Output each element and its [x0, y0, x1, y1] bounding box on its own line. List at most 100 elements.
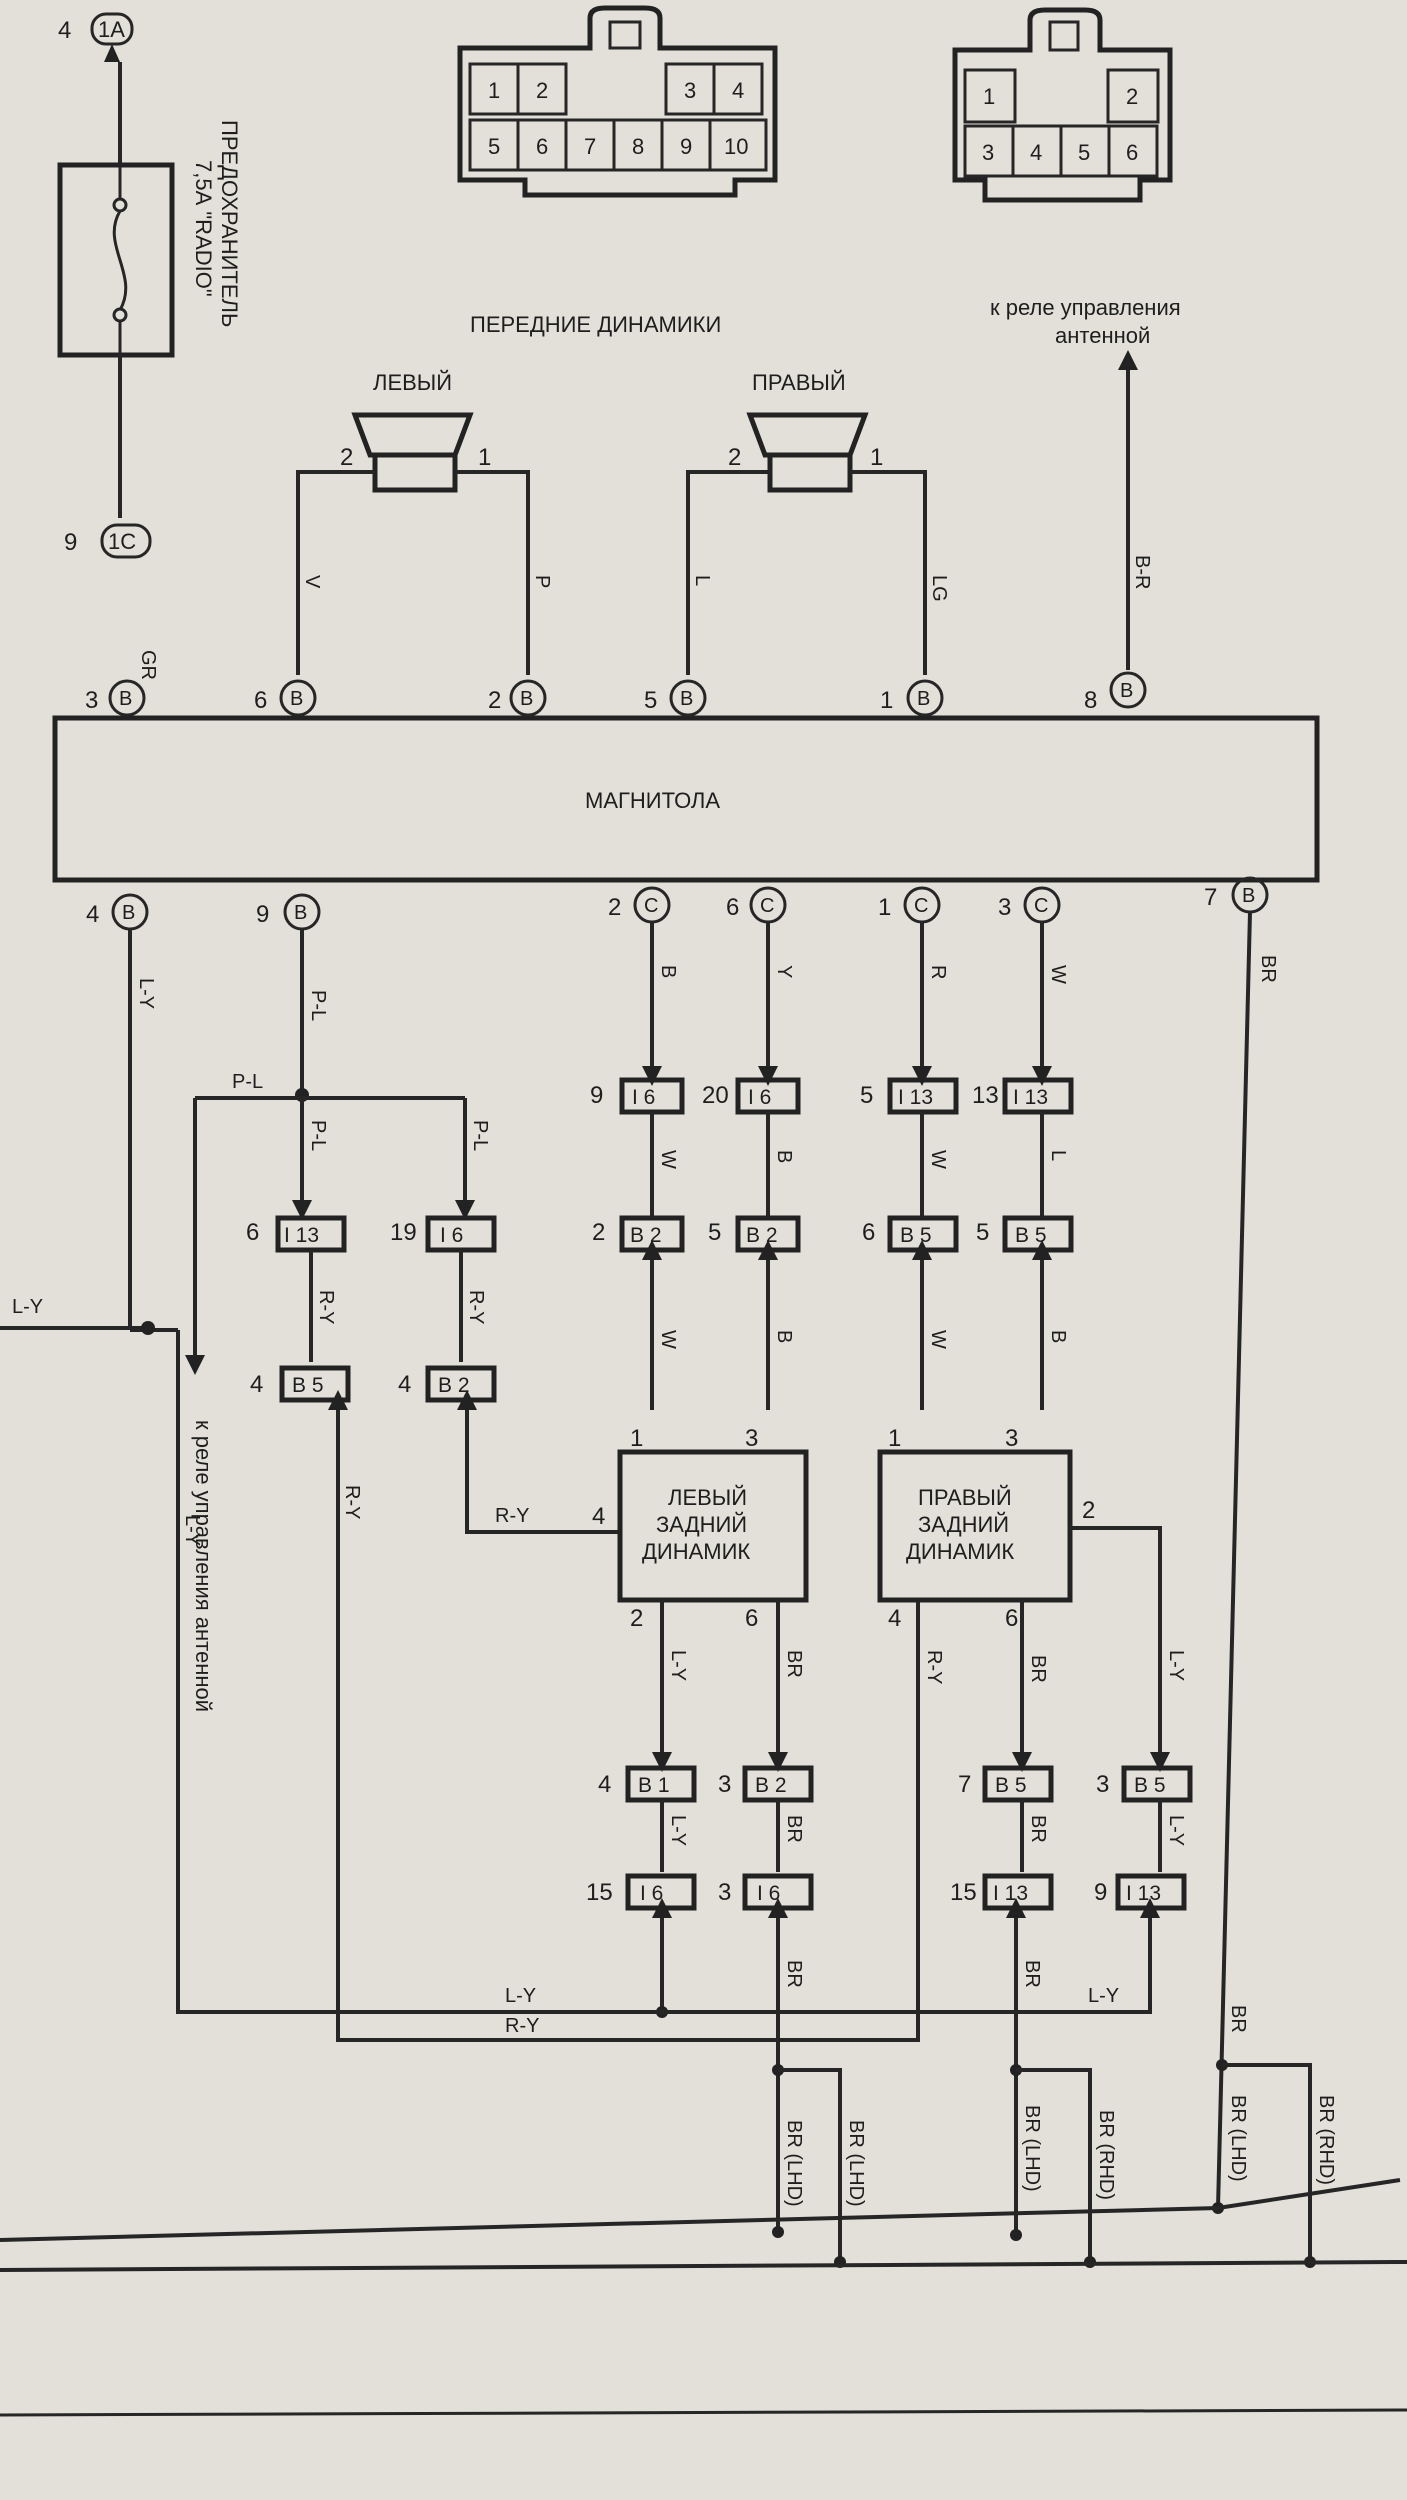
svg-text:B 5: B 5	[292, 1374, 324, 1397]
antenna-relay-side-label: к реле управления антенной	[191, 1420, 216, 1712]
svg-text:B: B	[773, 1330, 795, 1343]
svg-text:5: 5	[708, 1219, 721, 1246]
svg-text:L-Y: L-Y	[181, 1515, 203, 1546]
svg-text:B: B	[122, 902, 135, 924]
svg-text:19: 19	[390, 1219, 417, 1246]
svg-text:B: B	[1242, 885, 1255, 907]
fuse-label-1: ПРЕДОХРАНИТЕЛЬ	[217, 120, 242, 327]
wire-lg	[850, 470, 927, 675]
svg-text:L-Y: L-Y	[667, 1815, 689, 1846]
svg-text:BR: BR	[1257, 955, 1279, 983]
svg-text:1: 1	[630, 1425, 643, 1452]
svg-text:3: 3	[1005, 1425, 1018, 1452]
svg-text:B 5: B 5	[995, 1774, 1027, 1797]
svg-text:B 5: B 5	[1134, 1774, 1166, 1797]
svg-text:B: B	[917, 688, 930, 710]
svg-text:B: B	[119, 688, 132, 710]
wire-label-lg: LG	[928, 575, 950, 602]
svg-text:I 6: I 6	[757, 1882, 780, 1905]
svg-text:P-L: P-L	[232, 1071, 263, 1093]
svg-text:15: 15	[950, 1879, 977, 1906]
svg-text:2: 2	[608, 894, 621, 921]
svg-text:P-L: P-L	[307, 990, 329, 1021]
svg-text:6: 6	[745, 1605, 758, 1632]
svg-text:7: 7	[1204, 884, 1217, 911]
svg-text:BR (LHD): BR (LHD)	[1021, 2105, 1043, 2192]
svg-text:W: W	[927, 1330, 949, 1349]
svg-text:1: 1	[870, 444, 883, 471]
antenna-relay-top-line2: антенной	[1055, 323, 1150, 348]
svg-text:6: 6	[1126, 140, 1138, 165]
svg-text:BR (LHD): BR (LHD)	[783, 2120, 805, 2207]
svg-text:BR: BR	[1227, 2005, 1249, 2033]
svg-text:R-Y: R-Y	[341, 1485, 363, 1519]
svg-text:B 1: B 1	[638, 1774, 670, 1797]
front-left-label: ЛЕВЫЙ	[373, 370, 452, 395]
svg-text:2: 2	[592, 1219, 605, 1246]
svg-text:5: 5	[976, 1219, 989, 1246]
wire-v	[296, 470, 375, 675]
svg-text:8: 8	[632, 134, 644, 159]
svg-text:BR (LHD): BR (LHD)	[845, 2120, 867, 2207]
page-line	[0, 2408, 1407, 2417]
rear-left-line2: ЗАДНИЙ	[656, 1512, 747, 1537]
rear-left-speaker-box	[617, 1449, 809, 1603]
svg-text:I 13: I 13	[1126, 1882, 1161, 1905]
svg-text:7: 7	[584, 134, 596, 159]
svg-text:I 13: I 13	[284, 1224, 319, 1247]
svg-text:6: 6	[254, 687, 267, 714]
svg-text:4: 4	[250, 1371, 263, 1398]
svg-text:2: 2	[1126, 84, 1138, 109]
svg-text:B 5: B 5	[900, 1224, 932, 1247]
svg-text:2: 2	[728, 444, 741, 471]
fuse-bottom-conn-frame	[100, 523, 152, 559]
ground-branches: BR (LHD) BR (LHD) BR (LHD) BR (RHD) BR (…	[772, 2059, 1337, 2268]
wire-label-l: L	[691, 575, 713, 586]
svg-text:C: C	[644, 895, 658, 917]
svg-text:3: 3	[718, 1879, 731, 1906]
svg-text:B 2: B 2	[746, 1224, 778, 1247]
connector-face-6pin: 1 2 3 4 5 6	[952, 7, 1173, 203]
front-right-label: ПРАВЫЙ	[752, 370, 846, 395]
svg-text:6: 6	[1005, 1605, 1018, 1632]
junction-row-4: 4 B 1 3 B 2 7 B 5 3 B 5	[598, 1765, 1193, 1803]
svg-text:9: 9	[256, 901, 269, 928]
wire-label-v: V	[301, 575, 323, 589]
svg-text:BR (RHD): BR (RHD)	[1315, 2095, 1337, 2185]
svg-text:B: B	[657, 965, 679, 978]
svg-text:4: 4	[732, 78, 744, 103]
fuse-top-pin: 4	[58, 17, 71, 44]
fuse-label-2: 7,5А "RADIO"	[191, 160, 216, 297]
svg-text:L: L	[1047, 1150, 1069, 1161]
svg-text:W: W	[927, 1150, 949, 1169]
svg-text:I 13: I 13	[993, 1882, 1028, 1905]
svg-text:3: 3	[982, 140, 994, 165]
junction-row-2: 2 B 2 5 B 2 6 B 5 5 B 5 6 I 13 19 I 6	[246, 1215, 1074, 1253]
svg-text:BR (RHD): BR (RHD)	[1095, 2110, 1117, 2200]
wire-label-b-r: B-R	[1131, 555, 1153, 589]
svg-text:R-Y: R-Y	[923, 1650, 945, 1684]
wire-p	[455, 470, 530, 675]
svg-text:9: 9	[1094, 1879, 1107, 1906]
svg-text:C: C	[760, 895, 774, 917]
svg-text:3: 3	[745, 1425, 758, 1452]
svg-text:4: 4	[398, 1371, 411, 1398]
svg-text:R-Y: R-Y	[495, 1505, 529, 1527]
svg-text:3: 3	[85, 687, 98, 714]
fuse-arrow-icon	[104, 44, 120, 62]
svg-text:5: 5	[644, 687, 657, 714]
antenna-relay-top-line1: к реле управления	[990, 295, 1181, 320]
svg-text:P-L: P-L	[307, 1120, 329, 1151]
wire-label-p: P	[531, 575, 553, 588]
svg-text:W: W	[657, 1150, 679, 1169]
svg-text:2: 2	[488, 687, 501, 714]
svg-text:C: C	[914, 895, 928, 917]
svg-text:I 6: I 6	[632, 1086, 655, 1109]
svg-text:B 2: B 2	[755, 1774, 787, 1797]
head-unit-box	[52, 715, 1320, 883]
svg-text:L-Y: L-Y	[1165, 1815, 1187, 1846]
head-unit-label: МАГНИТОЛА	[585, 788, 720, 813]
svg-text:1: 1	[880, 687, 893, 714]
